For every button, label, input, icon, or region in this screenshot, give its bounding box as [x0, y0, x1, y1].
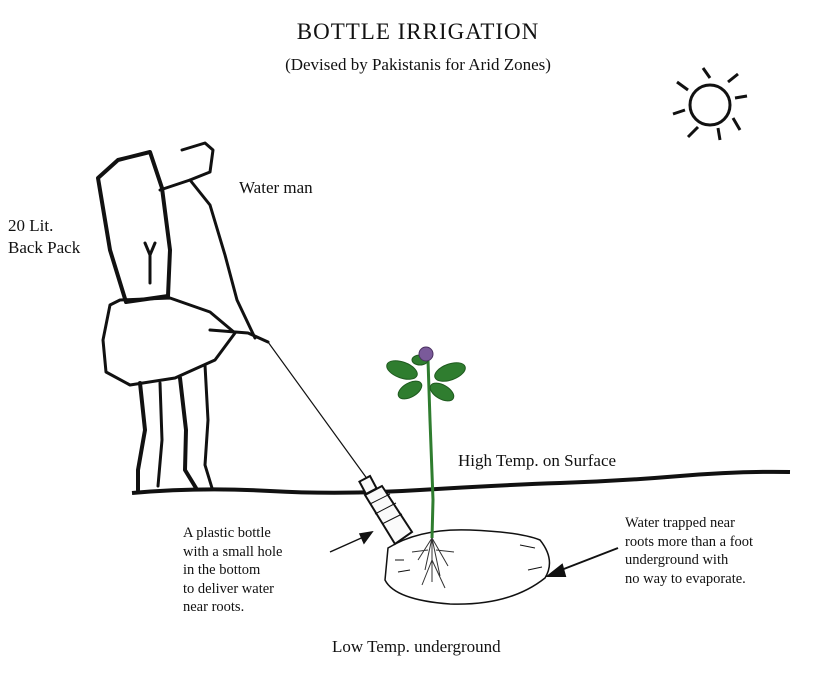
trapped-water-description: Water trapped near roots more than a foo…	[625, 515, 754, 587]
ground-line	[131, 469, 791, 495]
plastic-bottle	[358, 474, 414, 546]
diagram-title: BOTTLE IRRIGATION	[296, 19, 540, 44]
sun-icon	[672, 67, 748, 141]
plant-leaves	[386, 354, 466, 402]
high-temp-label: High Temp. on Surface	[458, 451, 617, 470]
water-man-figure	[96, 141, 270, 492]
plant-roots	[411, 537, 455, 589]
plant-flower	[418, 346, 434, 362]
water-hose	[267, 341, 369, 481]
bottle-description: A plastic bottle with a small hole in th…	[183, 525, 283, 616]
trapped-water-arrow	[545, 547, 619, 577]
diagram-subtitle: (Devised by Pakistanis for Arid Zones)	[285, 55, 551, 74]
water-man-label: Water man	[239, 178, 313, 197]
back-pack-label: 20 Lit. Back Pack	[8, 216, 81, 258]
low-temp-label: Low Temp. underground	[332, 637, 501, 656]
plant-stem	[426, 359, 435, 539]
water-pool	[384, 529, 551, 605]
bottle-label-arrow	[329, 530, 374, 553]
